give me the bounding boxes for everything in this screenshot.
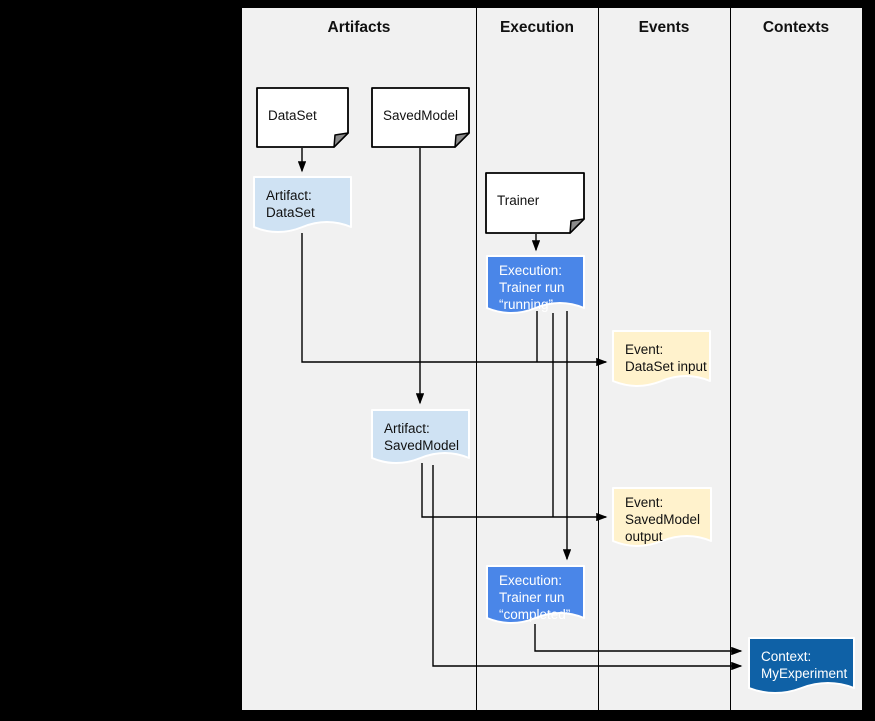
folded-corner-icon [333, 132, 349, 148]
wavy-document-shape [612, 487, 712, 547]
column-divider [730, 8, 731, 710]
node-label: DataSet [268, 107, 317, 123]
node-trainer: Trainer [485, 172, 585, 234]
column-header-contexts: Contexts [762, 19, 830, 36]
node-label: Execution: Trainer run “completed” [499, 573, 571, 622]
column-divider [476, 8, 477, 710]
node-label: Execution: Trainer run “running” [499, 263, 565, 312]
node-dataset: DataSet [256, 87, 349, 148]
node-label: SavedModel [383, 107, 459, 123]
node-artifact-dataset: Artifact: DataSet [253, 176, 352, 238]
node-label: Event: SavedModel output [625, 495, 701, 544]
column-divider [598, 8, 599, 710]
node-context-myexperiment: Context: MyExperiment [748, 637, 855, 699]
column-header-events: Events [638, 19, 690, 36]
wavy-document-shape [748, 637, 855, 694]
node-event-savedmodel-output: Event: SavedModel output [612, 487, 712, 552]
wavy-document-shape [253, 176, 352, 233]
wavy-document-shape [486, 565, 585, 624]
wavy-document-shape [371, 409, 470, 464]
column-header-execution: Execution [499, 19, 575, 36]
wavy-document-shape [486, 255, 585, 314]
wavy-document-shape [612, 330, 711, 387]
column-header-artifacts: Artifacts [327, 19, 391, 36]
node-label: Event: DataSet input [625, 342, 707, 374]
folded-corner-icon [454, 132, 470, 148]
node-label: Trainer [497, 192, 540, 208]
node-label: Context: MyExperiment [761, 649, 848, 681]
node-execution-completed: Execution: Trainer run “completed” [486, 565, 585, 629]
node-event-dataset-input: Event: DataSet input [612, 330, 711, 392]
node-label: Artifact: SavedModel [384, 421, 460, 453]
node-artifact-savedmodel: Artifact: SavedModel [371, 409, 470, 469]
node-label: Artifact: DataSet [266, 188, 315, 220]
folded-corner-icon [569, 218, 585, 234]
node-savedmodel: SavedModel [371, 87, 470, 148]
node-execution-running: Execution: Trainer run “running” [486, 255, 585, 319]
